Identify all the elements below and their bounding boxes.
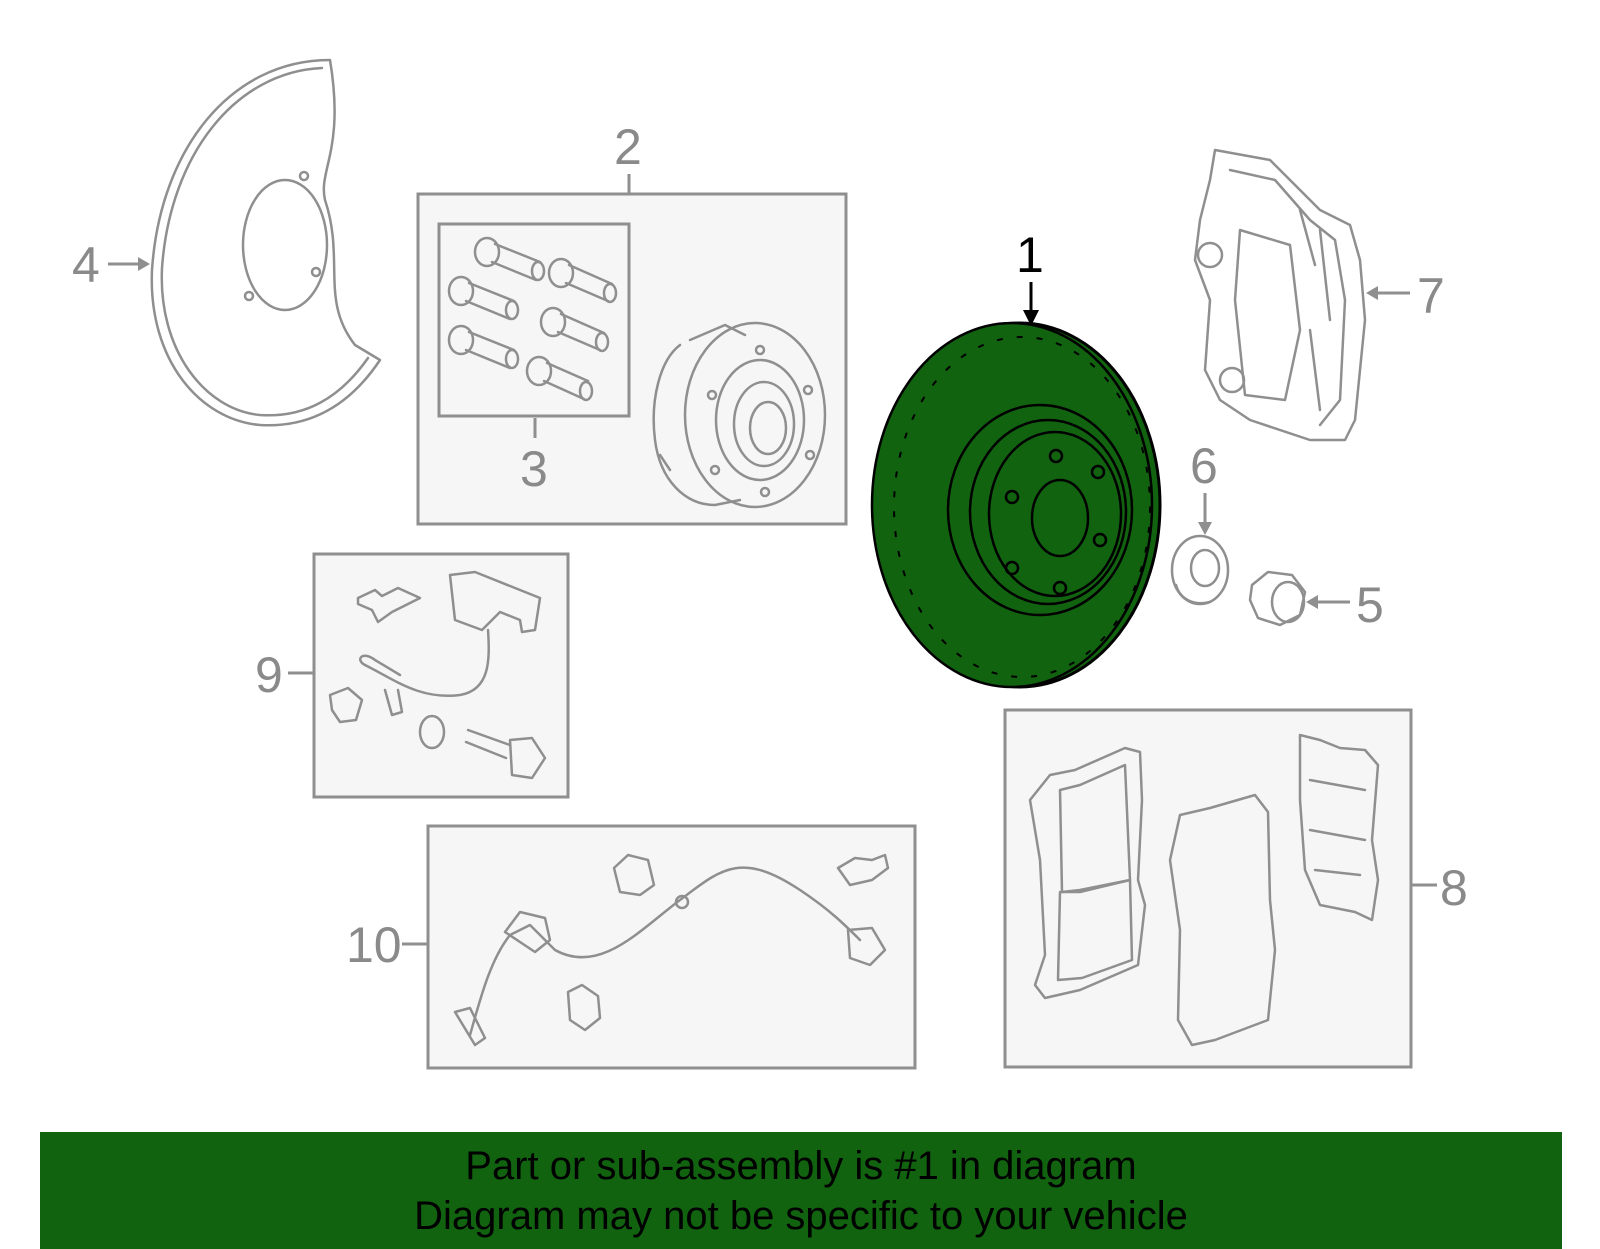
callout-1: 1 [1016,227,1044,283]
box-10-abs-sensor[interactable] [426,824,917,1070]
info-banner: Part or sub-assembly is #1 in diagram Di… [40,1132,1562,1249]
callout-4: 4 [72,237,100,293]
arrow-5-icon [1306,595,1318,609]
part-5-nut[interactable] [1248,570,1307,627]
box-8-brake-pads[interactable] [1003,708,1413,1069]
arrow-7-icon [1366,286,1378,300]
hub-bearing [652,321,827,509]
callout-10: 10 [346,917,402,973]
arrow-6-icon [1198,522,1212,535]
banner-line-disclaimer: Diagram may not be specific to your vehi… [414,1193,1188,1238]
part-7-caliper[interactable] [1193,148,1367,442]
callout-3: 3 [520,441,548,497]
part-4-dust-shield[interactable] [150,58,382,427]
part-1-brake-rotor[interactable] [870,321,1162,689]
callout-2: 2 [614,119,642,175]
callout-6: 6 [1190,438,1218,494]
banner-line-part: Part or sub-assembly is #1 in diagram [465,1143,1137,1188]
arrow-4-icon [138,257,150,271]
parts-diagram: 4 2 3 [72,58,1468,1070]
wear-sensor [328,570,547,780]
bolt-set [447,236,618,402]
box-9-wear-sensor-kit[interactable] [312,552,570,799]
callout-8: 8 [1440,860,1468,916]
box-3-bolts[interactable] [437,222,631,418]
callout-9: 9 [255,647,283,703]
part-6-washer[interactable] [1170,534,1230,606]
abs-sensor [453,853,890,1047]
arrow-1-icon [1023,310,1039,326]
callout-7: 7 [1417,268,1445,324]
brake-pad-set [1028,733,1380,1047]
callout-5: 5 [1356,577,1384,633]
